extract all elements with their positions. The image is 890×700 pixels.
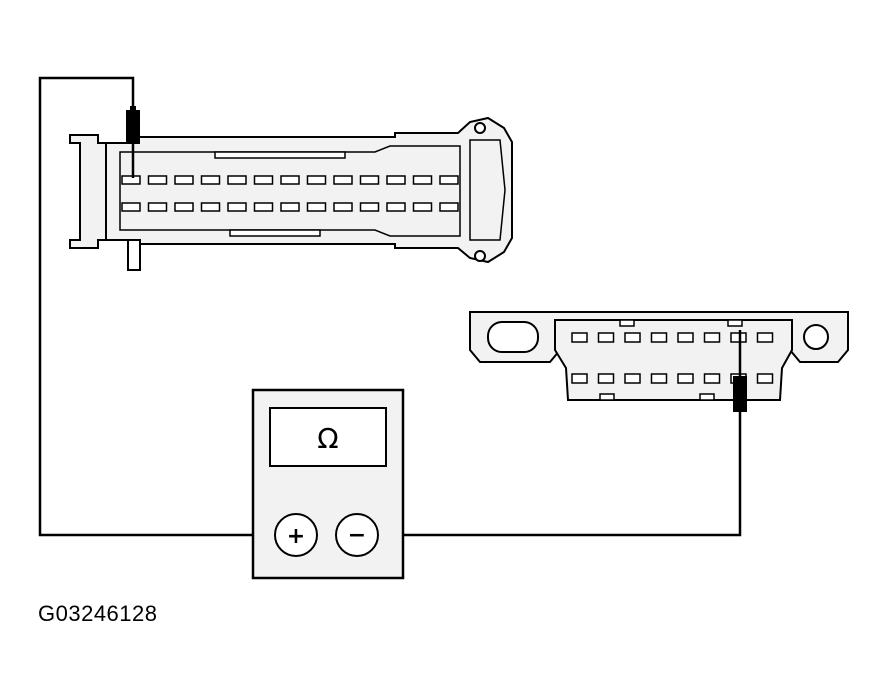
dlc-pin-cavity [756,373,774,384]
module-pin-cavity [386,202,406,212]
positive-terminal-label: + [287,524,305,549]
module-pin-cavity [200,175,221,185]
module-pin-cavity [439,202,459,212]
module-pin-cavity [280,175,300,185]
module-pin-cavity [121,175,141,185]
module-pin-cavity [333,202,353,212]
negative-lead-wire [380,410,742,537]
positive-probe [126,106,140,178]
module-pin-cavity [306,175,327,185]
test-leads [38,76,742,537]
meter-display [269,407,387,467]
module-pin-cavity [359,202,380,212]
module-pin-cavity [174,175,194,185]
positive-terminal [274,513,318,557]
module-pin-cavity [306,202,327,212]
dlc-pin-cavity [597,373,615,384]
dlc-pin-cavity [756,332,774,343]
module-pin-cavity [386,175,406,185]
module-pin-cavity [359,175,380,185]
ohmmeter: Ω + − [251,388,405,580]
dlc-pin-cavity [624,373,641,384]
module-pin-cavity [174,202,194,212]
dlc-pin-cavity [624,332,641,343]
module-pin-cavity [412,202,433,212]
module-pin-cavity [439,175,459,185]
dlc-pin-cavity [650,373,668,384]
module-pin-cavity [333,175,353,185]
negative-terminal [335,513,379,557]
module-pin-cavity [147,175,168,185]
positive-lead-wire [38,76,270,537]
dlc-pin-cavity [650,332,668,343]
negative-probe [733,330,747,412]
dlc-pin-cavity [597,332,615,343]
figure-id: G03246128 [38,601,158,626]
dlc-pin-cavity [571,332,588,343]
module-pin-cavity [147,202,168,212]
ohm-symbol: Ω [317,422,338,455]
dlc-pin-cavity [677,373,694,384]
dlc-pin-cavity [677,332,694,343]
module-pin-cavity [200,202,221,212]
module-pin-cavity [227,202,247,212]
dlc-pin-cavity [703,332,721,343]
module-pin-cavity [412,175,433,185]
module-pin-cavity [280,202,300,212]
module-pin-cavity [253,202,274,212]
dlc-pin-cavity [571,373,588,384]
module-pin-cavity [121,202,141,212]
module-pin-cavity [253,175,274,185]
negative-terminal-label: − [348,523,366,548]
data-link-connector [469,311,849,401]
dlc-pin-cavity [703,373,721,384]
module-pin-cavity [227,175,247,185]
module-connector [69,116,513,271]
dlc-pin-cavity [730,332,747,343]
